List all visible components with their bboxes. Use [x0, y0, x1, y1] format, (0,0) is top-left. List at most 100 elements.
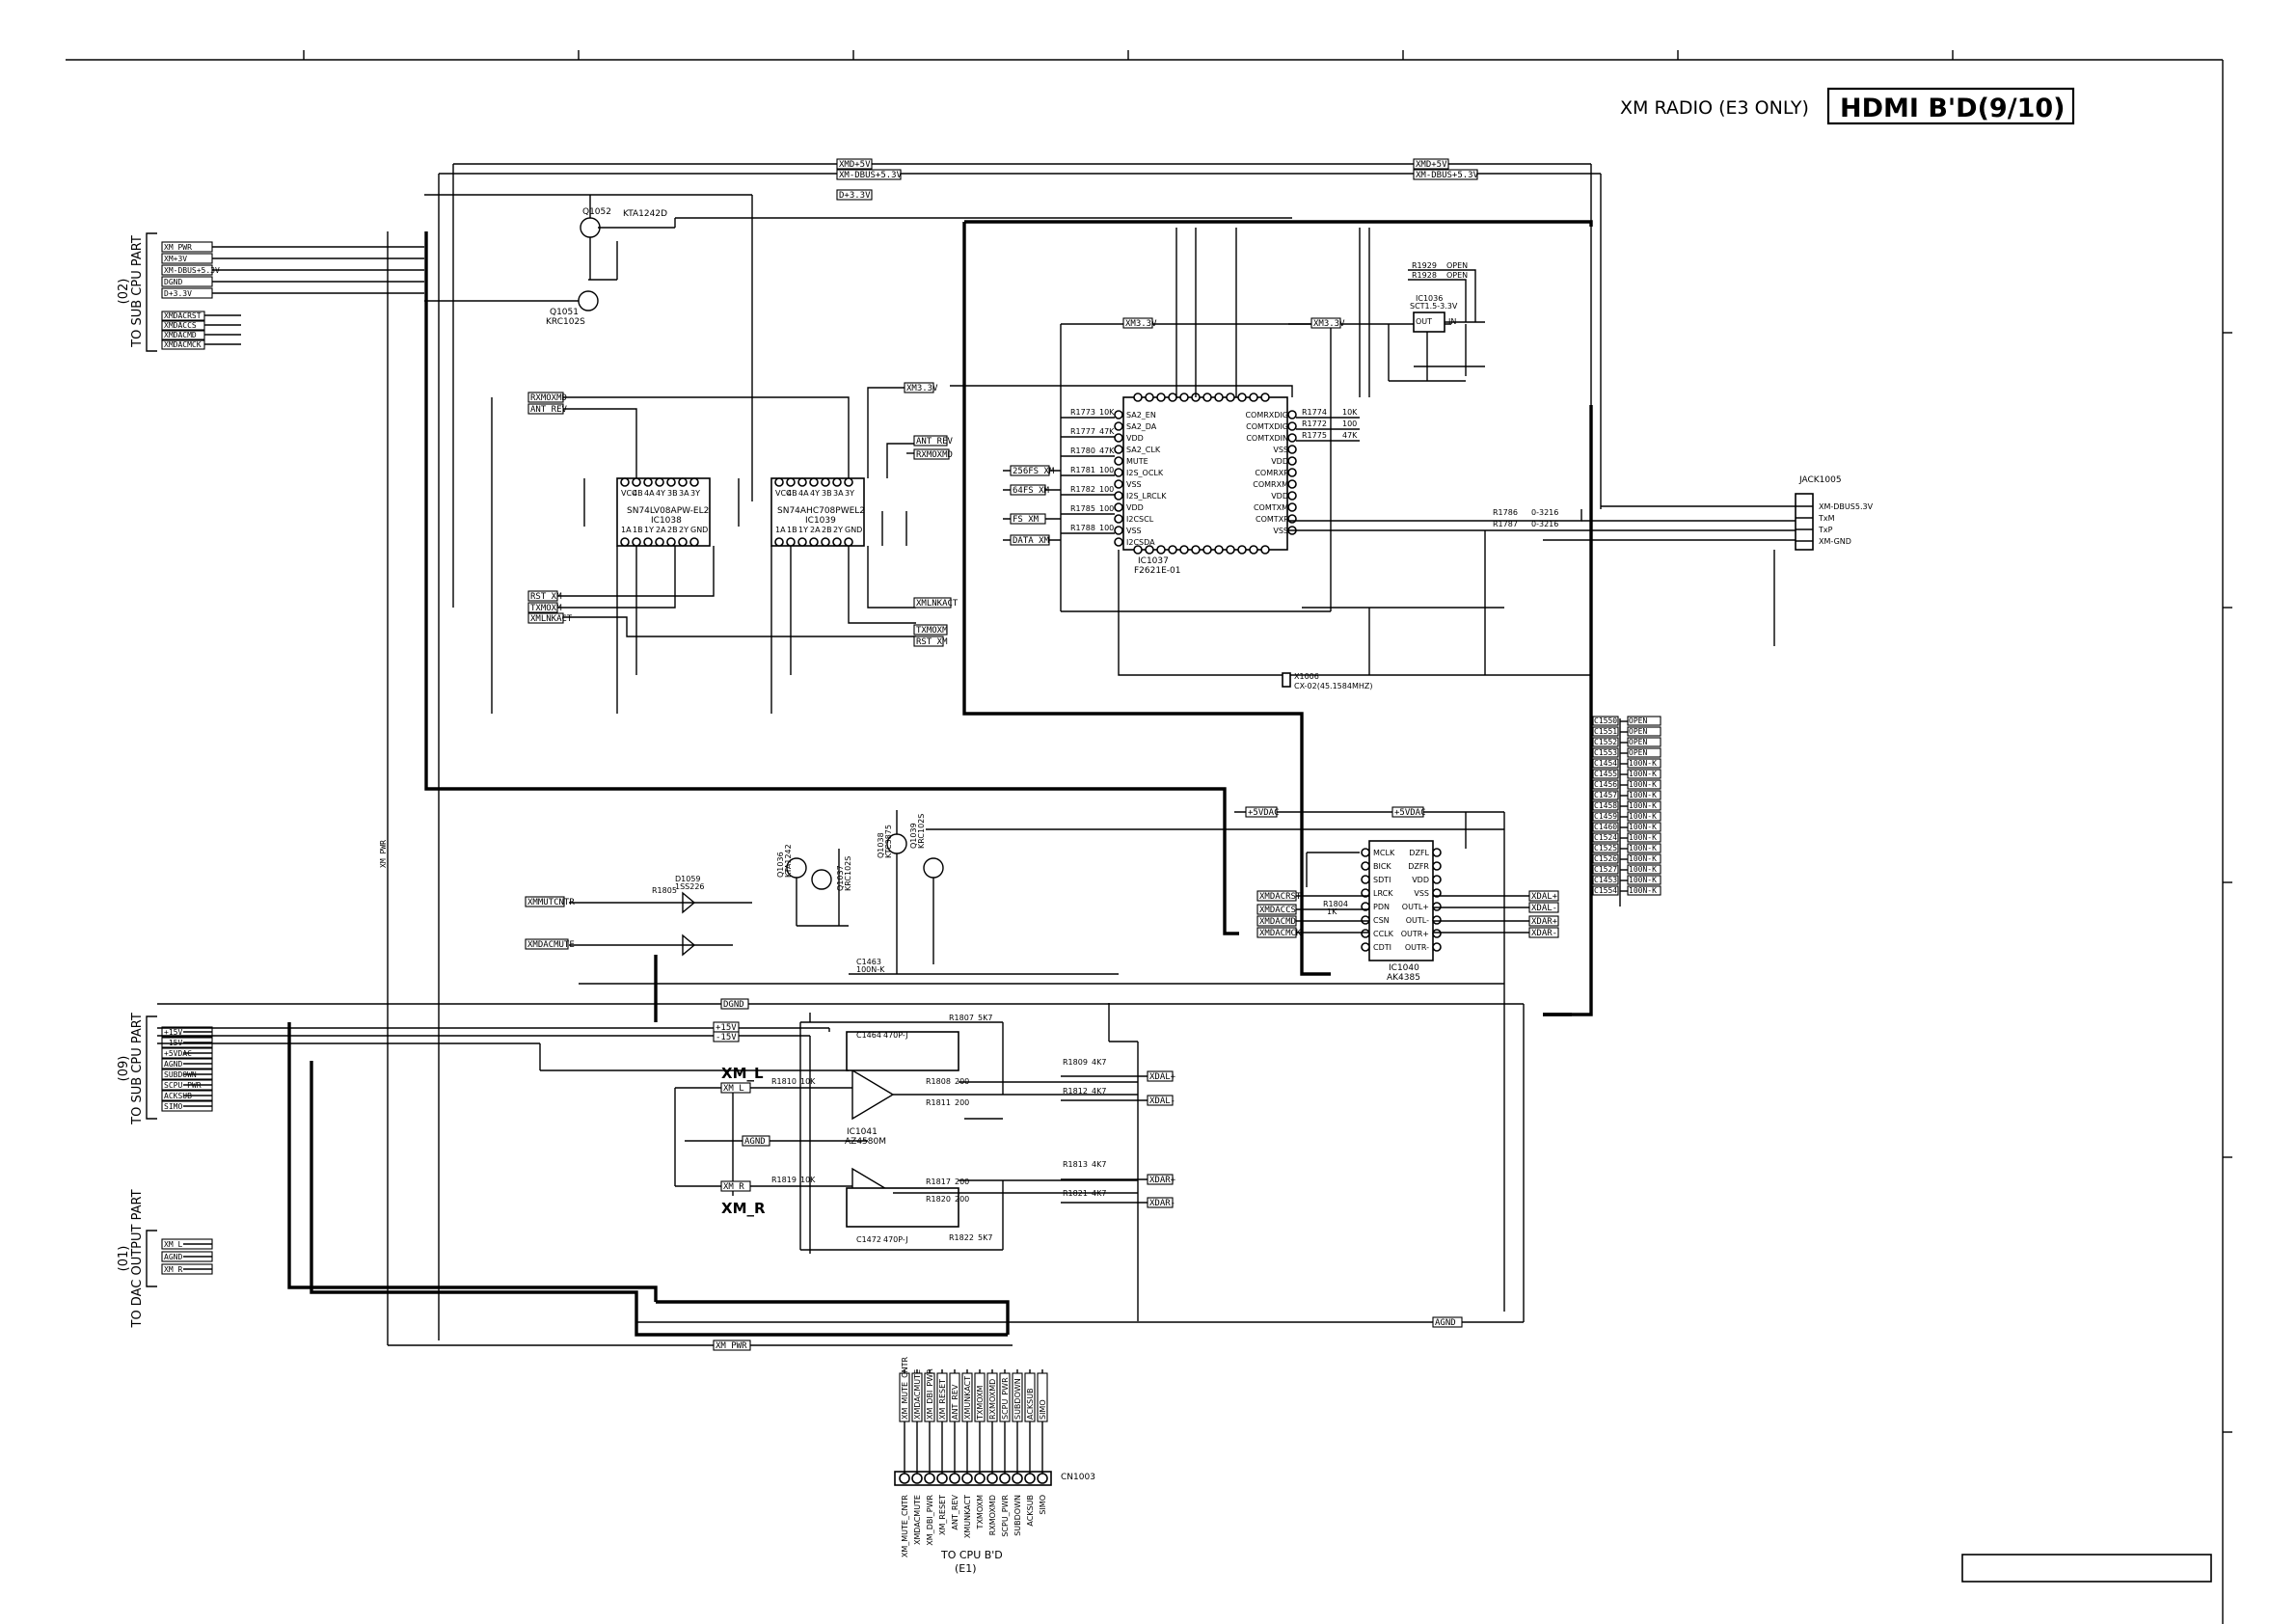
connector-09-ref: (09): [117, 1056, 131, 1082]
resistor-value: OPEN: [1446, 271, 1468, 280]
cap-value: 100N-K: [1629, 791, 1657, 799]
net-label: XM-DBUS+5.3V: [839, 171, 903, 180]
ic-part: F2621E-01: [1134, 566, 1180, 576]
cap-value: 100N-K: [1629, 844, 1657, 853]
cap-ref-box: [1592, 747, 1619, 758]
ic-pin-circle: [1432, 861, 1442, 871]
ic-pin-circle: [821, 537, 830, 547]
net-label: XDAL-: [1531, 904, 1557, 913]
connector-cpu-bd-ref: CN1003: [1061, 1473, 1095, 1482]
ic-pin-circle: [1114, 526, 1123, 535]
ic-pin-label: DZFR: [1408, 862, 1429, 871]
resistor-ref: R1804: [1323, 900, 1348, 908]
net-label: FS_XM: [1013, 515, 1040, 525]
ic-pin-label: OUTR+: [1401, 930, 1429, 938]
transistor-ref: Q1039: [909, 823, 918, 849]
ic-pin-label: PDN: [1373, 903, 1390, 911]
thick-wires: [287, 220, 1593, 1337]
connector-net-label: ANT_REV: [951, 1384, 959, 1420]
ic-pin-label: 3B: [822, 489, 832, 498]
cap-ref: C1553: [1594, 748, 1617, 757]
ic-pin-label: VDD: [1271, 457, 1288, 466]
ic-pin-circle: [1287, 421, 1297, 431]
net-label: AGND: [1435, 1318, 1456, 1328]
cap-ref-box: [1592, 832, 1619, 843]
capacitor-value: 470P-J: [883, 1235, 908, 1244]
connector-pin-label-bottom: SIMO: [1039, 1495, 1047, 1515]
ic-pin-label: OUTR-: [1405, 943, 1429, 952]
net-label: XDAR-: [1531, 929, 1557, 938]
ic-pin-circle: [1361, 929, 1370, 938]
ic-pin-circle: [1432, 942, 1442, 952]
ic-pin-label: 1A: [775, 526, 786, 534]
connector-09-desc: TO SUB CPU PART: [130, 1013, 145, 1125]
ic-pin-label: 2B: [667, 526, 678, 534]
resistor-value: 4K7: [1092, 1160, 1106, 1169]
board-title-frame: [1826, 87, 2075, 125]
ic-pin-circle: [1361, 902, 1370, 911]
variant-label: XM RADIO (E3 ONLY): [1620, 97, 1809, 119]
cap-ref: C1552: [1594, 738, 1617, 746]
ic-pin-label: 1Y: [644, 526, 654, 534]
cap-value: 100N-K: [1629, 780, 1657, 789]
ic-pin-label: 2Y: [833, 526, 843, 534]
connector-pin-label: +5VDAC: [164, 1049, 192, 1058]
ic-pin-circle: [1287, 479, 1297, 489]
connector-02: (02) TO SUB CPU PART XM_PWRXM+3VXM-DBUS+…: [117, 232, 424, 352]
resistor-ref: R1805: [652, 886, 677, 895]
net-label: XM_PWR: [379, 840, 388, 868]
ic-pin-circle: [1237, 392, 1247, 402]
ic-pin-circle: [1114, 456, 1123, 466]
ic-pin-label: OUTL-: [1406, 916, 1429, 925]
resistor-ref: R1811: [926, 1098, 951, 1107]
ic-pin-label: OUTL+: [1402, 903, 1429, 911]
connector-02-desc: TO SUB CPU PART: [130, 235, 145, 348]
ic-pin-circle: [1287, 514, 1297, 524]
resistor-value: 200: [955, 1077, 969, 1086]
transistor-part: KTC3875: [884, 825, 893, 858]
xm-r-label: XM_R: [721, 1200, 766, 1217]
net-label: 64FS_XM: [1013, 486, 1050, 496]
net-label: XMDACMUTE: [527, 940, 575, 950]
ic-pin-circle: [1287, 502, 1297, 512]
cap-ref: C1456: [1594, 780, 1617, 789]
resistor-value: 0-3216: [1531, 508, 1558, 517]
connector-pin-circle: [999, 1473, 1011, 1484]
connector-pin-label: XM-DBUS+5.3V: [164, 266, 220, 275]
ic-pin-circle: [1361, 875, 1370, 884]
connector-pin-circle: [924, 1473, 935, 1484]
resistor-ref: R1822: [949, 1233, 974, 1242]
ic-pin-circle: [1202, 392, 1212, 402]
resistor-ref: R1809: [1063, 1058, 1088, 1067]
ic-pin-label: DZFL: [1409, 849, 1429, 857]
net-label: XMLNKACT: [916, 599, 959, 609]
cap-ref: C1455: [1594, 770, 1617, 778]
ic-ref: IC1038: [651, 516, 682, 526]
connector-net-box: [911, 1372, 923, 1422]
cap-val-box: [1627, 800, 1661, 811]
ic-pin-label: VCC: [621, 489, 637, 498]
connector-pin-label-bottom: XM_RESET: [938, 1495, 947, 1535]
ic-pin-circle: [1114, 491, 1123, 501]
ic-pin-label: CSN: [1373, 916, 1390, 925]
ic-pin-label: 1A: [621, 526, 632, 534]
cap-ref-box: [1592, 726, 1619, 737]
connector-net-label: XM_DBI_PWR: [926, 1368, 934, 1420]
transistor-q1052: Q1052 KTA1242D: [580, 195, 667, 280]
resistor-ref: R1817: [926, 1177, 951, 1186]
connector-pin-circle: [1037, 1473, 1048, 1484]
ic-pin-circle: [643, 537, 653, 547]
ic-pin-circle: [678, 477, 688, 487]
cap-val-box: [1627, 758, 1661, 769]
ic-pin-label: VDD: [1271, 492, 1288, 501]
net-label: -15V: [716, 1033, 737, 1042]
jack-pin-label: XM-DBUS5.3V: [1819, 502, 1874, 511]
ic-pin-label: 1B: [633, 526, 643, 534]
cap-value: 100N-K: [1629, 886, 1657, 895]
connector-net-box: [999, 1372, 1011, 1422]
ic-pin-circle: [1432, 902, 1442, 911]
resistor-value: 4K7: [1092, 1189, 1106, 1198]
cap-val-box: [1627, 726, 1661, 737]
connector-pin-label: XMDACRST: [164, 311, 202, 320]
ic-ref: IC1037: [1138, 556, 1169, 566]
